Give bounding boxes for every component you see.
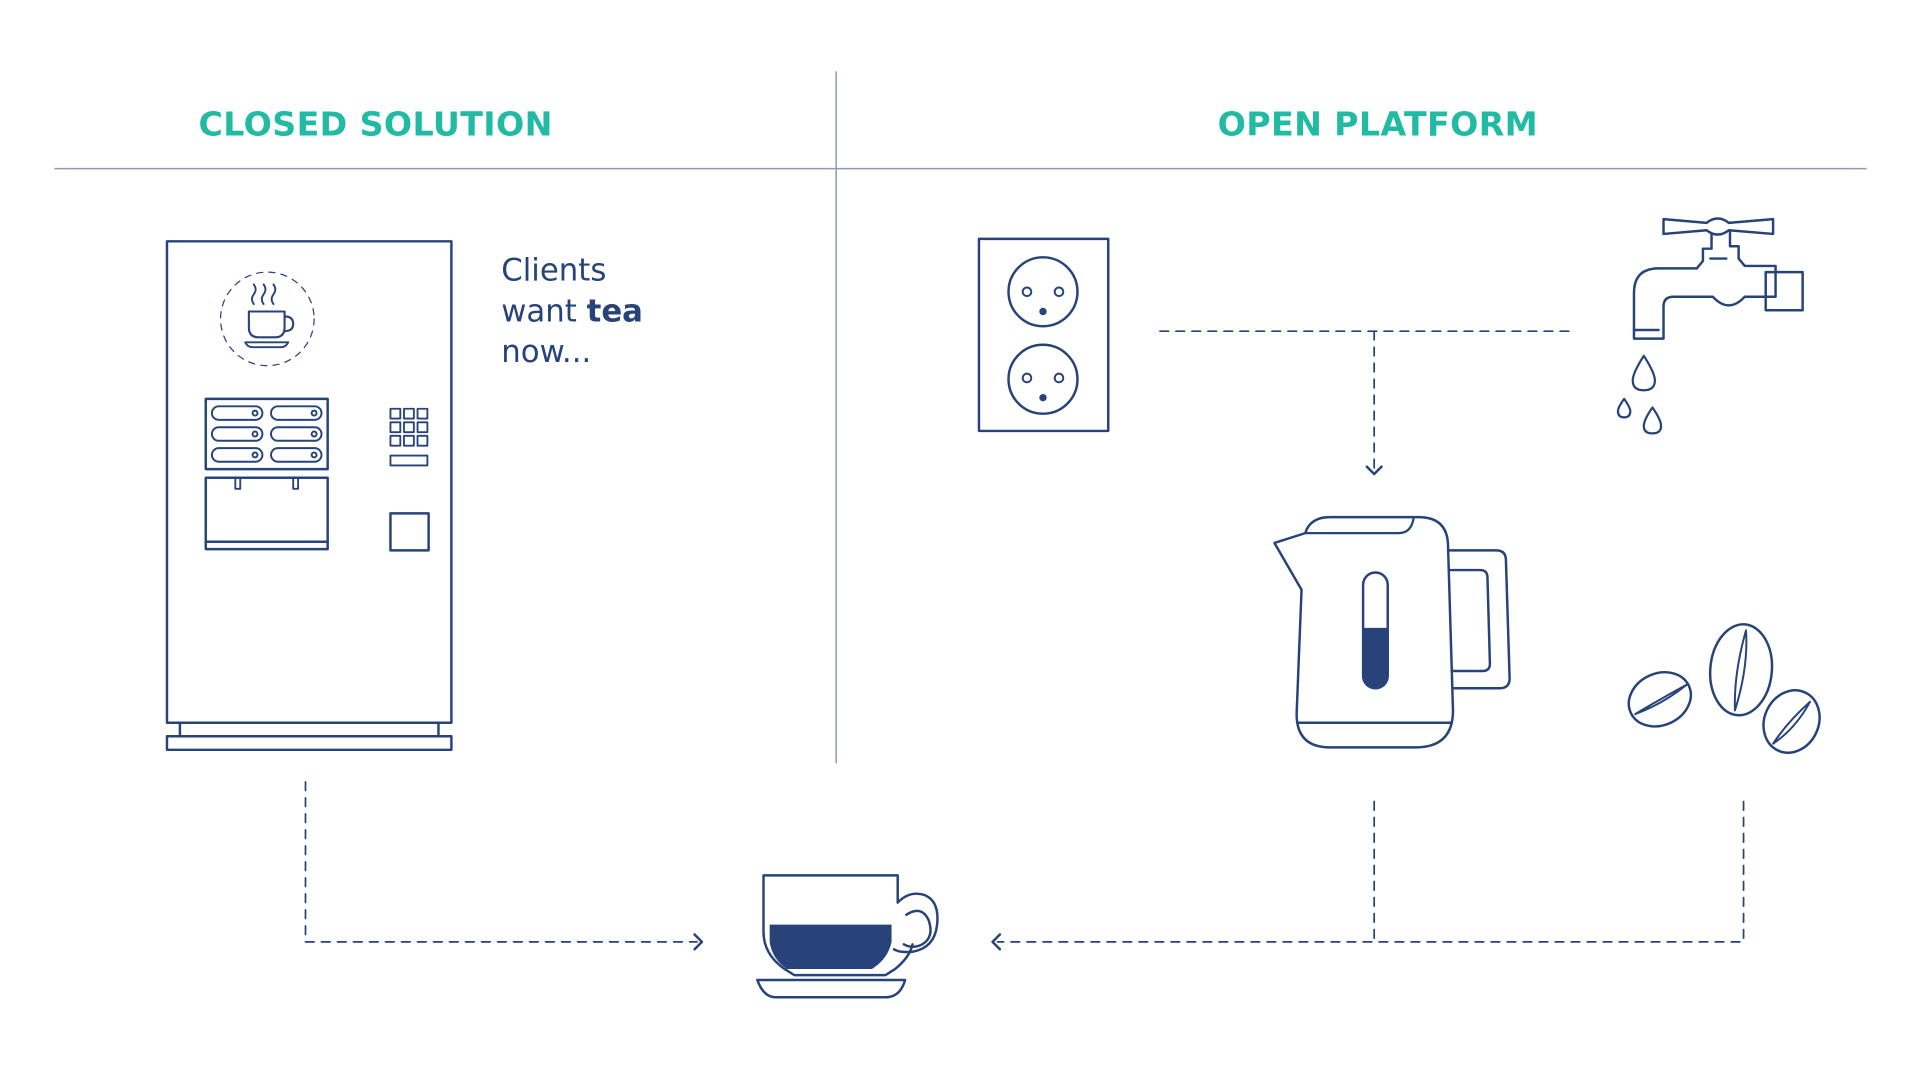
electric-kettle-icon: [1273, 515, 1511, 749]
caption-line-3: now...: [501, 334, 591, 370]
caption-bold-word: tea: [587, 293, 643, 329]
vending-machine-icon: [165, 240, 453, 752]
open-platform-title: OPEN PLATFORM: [1218, 104, 1538, 143]
caption-line-1: Clients: [501, 253, 606, 289]
clients-caption: Clients want tea now...: [501, 253, 652, 370]
open-to-cup-connector: [996, 800, 1745, 943]
closed-to-cup-connector: [304, 780, 698, 943]
closed-solution-title: CLOSED SOLUTION: [199, 104, 553, 143]
cup-coffee-fill: [769, 924, 892, 969]
flow-connectors: [304, 330, 1745, 943]
arrow-left-icon: [991, 933, 1002, 951]
coffee-beans-icon: [1627, 623, 1821, 754]
water-tap-icon: [1616, 217, 1804, 435]
power-socket-icon: [977, 237, 1110, 433]
kettle-water-level: [1363, 627, 1388, 689]
arrow-right-icon: [693, 933, 704, 951]
coffee-cup-icon: [756, 874, 939, 999]
arrow-down-icon: [1365, 465, 1383, 476]
tea-cup-badge-icon: [219, 271, 315, 367]
caption-line-2: want: [501, 293, 586, 329]
